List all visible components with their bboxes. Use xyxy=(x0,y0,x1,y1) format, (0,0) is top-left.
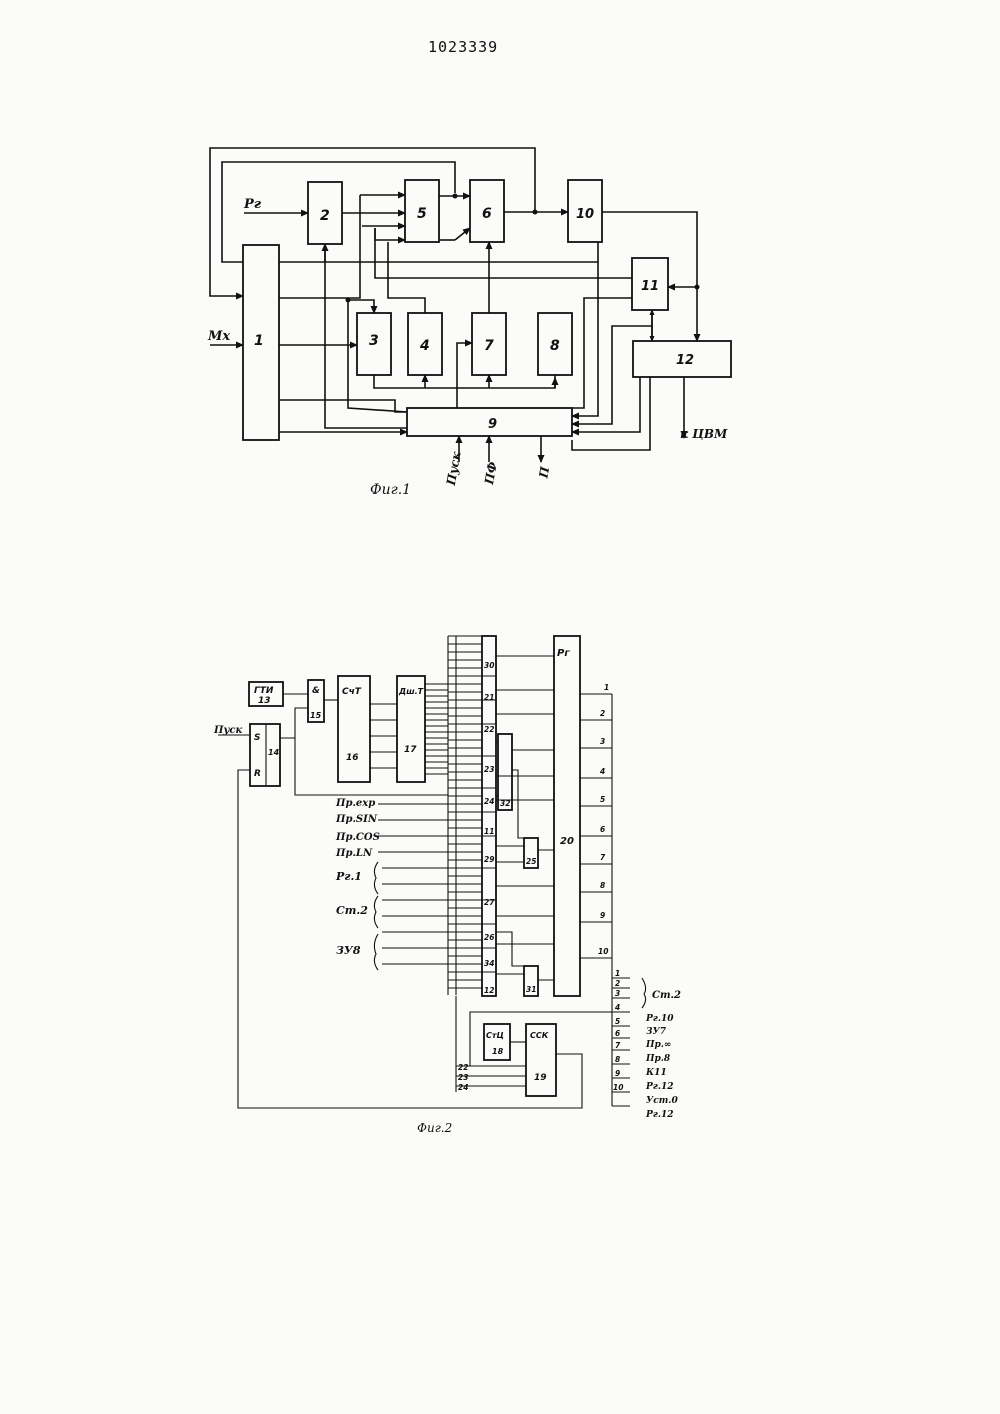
svg-text:1: 1 xyxy=(615,969,620,978)
trigger-14-num: 14 xyxy=(268,748,280,757)
svg-text:2: 2 xyxy=(600,709,605,718)
svg-text:9: 9 xyxy=(600,911,605,920)
svg-text:3: 3 xyxy=(600,737,605,746)
gate-22: 22 xyxy=(484,725,494,734)
gate-12: 12 xyxy=(484,986,494,995)
output-st2: Ст.2 xyxy=(652,990,681,1001)
gate-26: 26 xyxy=(484,933,494,942)
output-zu7: ЗУ7 xyxy=(646,1027,667,1037)
r-pin: R xyxy=(254,769,261,779)
svg-text:3: 3 xyxy=(615,989,620,998)
pusk-input-label: Пуск xyxy=(213,725,243,736)
rg-num: 20 xyxy=(560,836,574,847)
output-k11: К11 xyxy=(645,1068,667,1078)
svg-text:ССК: ССК xyxy=(530,1031,549,1040)
svg-text:23: 23 xyxy=(458,1073,468,1082)
output-rg12: Рг.12 xyxy=(645,1082,674,1092)
register-20 xyxy=(554,636,580,996)
svg-text:6: 6 xyxy=(600,825,605,834)
input-rg1: Рг.1 xyxy=(335,870,362,883)
sch-label: СчТ xyxy=(342,687,362,697)
and-15-sym: & xyxy=(312,686,320,696)
gti-num: 13 xyxy=(258,696,271,706)
dsh-num: 17 xyxy=(404,745,417,755)
input-st2: Ст.2 xyxy=(336,904,368,917)
svg-text:25: 25 xyxy=(526,857,536,866)
svg-text:8: 8 xyxy=(615,1055,620,1064)
svg-text:10: 10 xyxy=(613,1083,623,1092)
gate-34: 34 xyxy=(484,959,494,968)
output-rg12-b: Рг.12 xyxy=(645,1110,674,1120)
and-gate-column xyxy=(482,636,496,996)
fig2-caption: Фиг.2 xyxy=(417,1121,452,1135)
gate-11: 11 xyxy=(484,827,494,836)
sch-num: 16 xyxy=(346,753,359,763)
svg-text:5: 5 xyxy=(615,1017,620,1026)
gate-27: 27 xyxy=(484,898,495,907)
svg-text:31: 31 xyxy=(526,985,536,994)
gate-21: 21 xyxy=(484,693,494,702)
gate-30: 30 xyxy=(484,661,494,670)
svg-text:22: 22 xyxy=(458,1063,468,1072)
dsh-label: Дш.Т xyxy=(398,687,424,696)
svg-text:7: 7 xyxy=(615,1041,621,1050)
input-pr-ln: Пр.LN xyxy=(335,848,373,859)
s-pin: S xyxy=(254,733,260,743)
output-pr-inf: Пр.∞ xyxy=(645,1040,671,1050)
svg-text:9: 9 xyxy=(615,1069,620,1078)
svg-text:18: 18 xyxy=(492,1047,504,1056)
output-rg10: Рг.10 xyxy=(645,1014,674,1024)
rg-label: Рг xyxy=(557,648,570,659)
svg-text:2: 2 xyxy=(615,979,620,988)
output-ust0: Уст.0 xyxy=(646,1096,678,1106)
and-15-num: 15 xyxy=(310,711,322,720)
svg-text:1: 1 xyxy=(604,683,609,692)
svg-text:24: 24 xyxy=(458,1083,468,1092)
gti-label: ГТИ xyxy=(254,686,274,696)
input-zu8: ЗУ8 xyxy=(336,944,361,957)
gate-24: 24 xyxy=(484,797,494,806)
svg-text:19: 19 xyxy=(534,1073,547,1083)
svg-text:6: 6 xyxy=(615,1029,620,1038)
svg-text:4: 4 xyxy=(615,1003,620,1012)
svg-text:СтЦ: СтЦ xyxy=(486,1031,504,1040)
gate-23: 23 xyxy=(484,765,494,774)
input-pr-exp: Пр.exp xyxy=(335,798,375,809)
input-pr-sin: Пр.SIN xyxy=(335,814,378,825)
gate-29: 29 xyxy=(484,855,494,864)
svg-text:7: 7 xyxy=(600,853,606,862)
svg-text:5: 5 xyxy=(600,795,605,804)
svg-text:10: 10 xyxy=(598,947,608,956)
svg-text:8: 8 xyxy=(600,881,605,890)
input-pr-cos: Пр.COS xyxy=(335,832,380,843)
svg-text:4: 4 xyxy=(600,767,605,776)
output-pr8: Пр.8 xyxy=(645,1054,671,1064)
